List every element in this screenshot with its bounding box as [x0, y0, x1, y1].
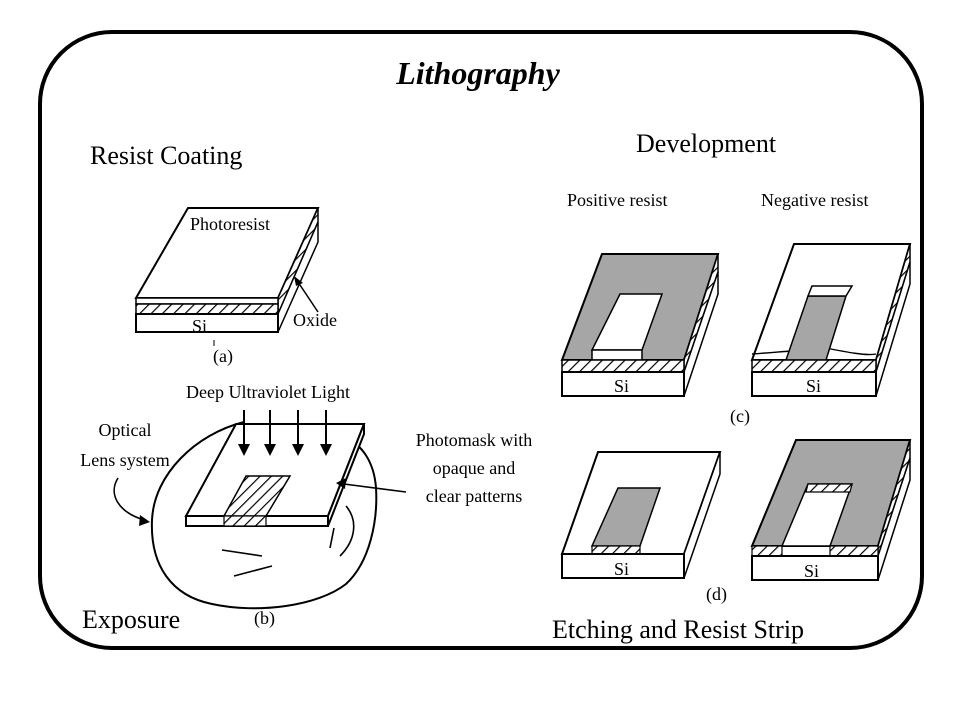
label-photomask-1: Photomask with	[416, 430, 533, 450]
heading-etching: Etching and Resist Strip	[552, 615, 804, 644]
label-oxide: Oxide	[293, 310, 337, 330]
label-b: (b)	[254, 608, 275, 629]
label-photomask-3: clear patterns	[426, 486, 522, 506]
label-c: (c)	[730, 406, 750, 427]
heading-exposure: Exposure	[82, 605, 180, 634]
label-negative-resist: Negative resist	[761, 190, 868, 210]
label-si-positive: Si	[614, 376, 629, 396]
label-duv-light: Deep Ultraviolet Light	[186, 382, 350, 402]
label-positive-resist: Positive resist	[567, 190, 668, 210]
label-si-etch-left: Si	[614, 559, 629, 579]
slide-title: Lithography	[395, 55, 560, 91]
label-optical-1: Optical	[99, 420, 152, 440]
wafer-a	[134, 207, 320, 346]
label-optical-2: Lens system	[80, 450, 170, 470]
label-d: (d)	[706, 584, 727, 605]
wafer-etch-left	[560, 451, 722, 579]
label-si-etch-right: Si	[804, 561, 819, 581]
exposure-apparatus	[113, 410, 407, 610]
label-a: (a)	[213, 346, 233, 367]
slide-frame	[38, 30, 924, 650]
label-photoresist: Photoresist	[190, 214, 270, 234]
wafer-negative	[750, 243, 912, 397]
wafer-positive	[560, 253, 720, 397]
label-si-negative: Si	[806, 376, 821, 396]
label-si-a: Si	[192, 316, 207, 336]
wafer-etch-right	[750, 439, 912, 581]
label-photomask-2: opaque and	[433, 458, 515, 478]
heading-development: Development	[636, 129, 777, 158]
heading-resist-coating: Resist Coating	[90, 141, 242, 170]
